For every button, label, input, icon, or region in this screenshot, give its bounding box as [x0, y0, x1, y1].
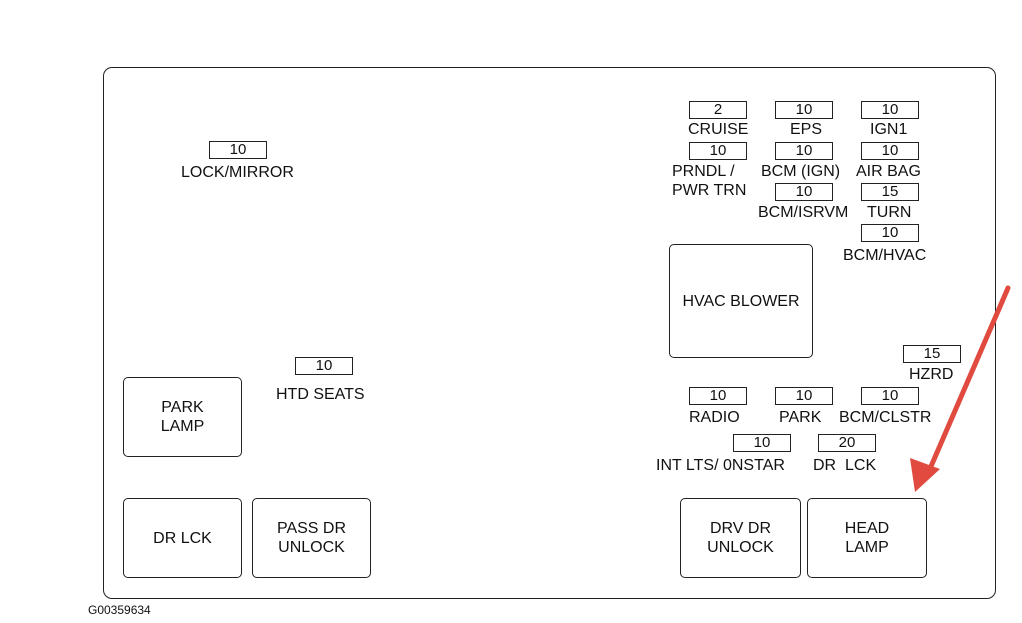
fuse-prndl-label-line1: PRNDL /: [672, 163, 735, 180]
relay-drv-dr-unlock-line1: DRV DR: [709, 520, 772, 537]
fuse-hzrd-label: HZRD: [909, 366, 954, 383]
fuse-turn-rating: 15: [861, 183, 919, 201]
fuse-bcm-ign-label: BCM (IGN): [761, 163, 841, 180]
relay-head-lamp-line1: HEAD: [844, 520, 890, 537]
fuse-block-outline: [103, 67, 996, 599]
fuse-bcm-isrvm-rating: 10: [775, 183, 833, 201]
fuse-htd-seats-label: HTD SEATS: [276, 386, 365, 403]
fuse-ign1-label: IGN1: [870, 121, 908, 138]
relay-head-lamp: HEAD LAMP: [807, 498, 927, 578]
relay-dr-lck: DR LCK: [123, 498, 242, 578]
relay-park-lamp: PARK LAMP: [123, 377, 242, 457]
fuse-cruise-label: CRUISE: [688, 121, 749, 138]
fuse-dr-lck-label: DR LCK: [813, 457, 877, 474]
fuse-bcm-ign-rating: 10: [775, 142, 833, 160]
fuse-radio-rating: 10: [689, 387, 747, 405]
fuse-lock-mirror-rating: 10: [209, 141, 267, 159]
fuse-int-lts-rating: 10: [733, 434, 791, 452]
fuse-air-bag-label: AIR BAG: [856, 163, 921, 180]
relay-drv-dr-unlock: DRV DR UNLOCK: [680, 498, 801, 578]
relay-head-lamp-line2: LAMP: [845, 539, 889, 556]
fuse-eps-label: EPS: [790, 121, 823, 138]
fuse-eps-rating: 10: [775, 101, 833, 119]
relay-hvac-blower: HVAC BLOWER: [669, 244, 813, 358]
fuse-bcm-clstr-label: BCM/CLSTR: [839, 409, 932, 426]
fuse-cruise-rating: 2: [689, 101, 747, 119]
relay-dr-lck-label: DR LCK: [153, 529, 212, 547]
fuse-bcm-hvac-rating: 10: [861, 224, 919, 242]
fuse-lock-mirror-label: LOCK/MIRROR: [181, 164, 294, 181]
fuse-park-label: PARK: [779, 409, 822, 426]
relay-drv-dr-unlock-line2: UNLOCK: [707, 539, 774, 556]
arrow-head: [910, 458, 940, 492]
figure-code: G00359634: [88, 603, 151, 617]
fuse-int-lts-label: INT LTS/ 0NSTAR: [656, 457, 785, 474]
relay-park-lamp-line1: PARK: [161, 399, 204, 416]
relay-pass-dr-unlock-line1: PASS DR: [276, 520, 347, 537]
fuse-air-bag-rating: 10: [861, 142, 919, 160]
fuse-prndl-rating: 10: [689, 142, 747, 160]
relay-park-lamp-line2: LAMP: [160, 418, 205, 435]
fuse-radio-label: RADIO: [689, 409, 740, 426]
relay-hvac-blower-label: HVAC BLOWER: [682, 292, 800, 310]
relay-pass-dr-unlock: PASS DR UNLOCK: [252, 498, 371, 578]
fuse-dr-lck-rating: 20: [818, 434, 876, 452]
fuse-htd-seats-rating: 10: [295, 357, 353, 375]
arrow-shaft: [923, 285, 1011, 481]
fuse-bcm-hvac-label: BCM/HVAC: [843, 247, 927, 264]
fuse-bcm-clstr-rating: 10: [861, 387, 919, 405]
relay-pass-dr-unlock-line2: UNLOCK: [278, 539, 345, 556]
fuse-hzrd-rating: 15: [903, 345, 961, 363]
fuse-prndl-label-line2: PWR TRN: [672, 182, 747, 199]
fuse-park-rating: 10: [775, 387, 833, 405]
fuse-ign1-rating: 10: [861, 101, 919, 119]
fuse-bcm-isrvm-label: BCM/ISRVM: [758, 204, 849, 221]
fuse-turn-label: TURN: [867, 204, 912, 221]
